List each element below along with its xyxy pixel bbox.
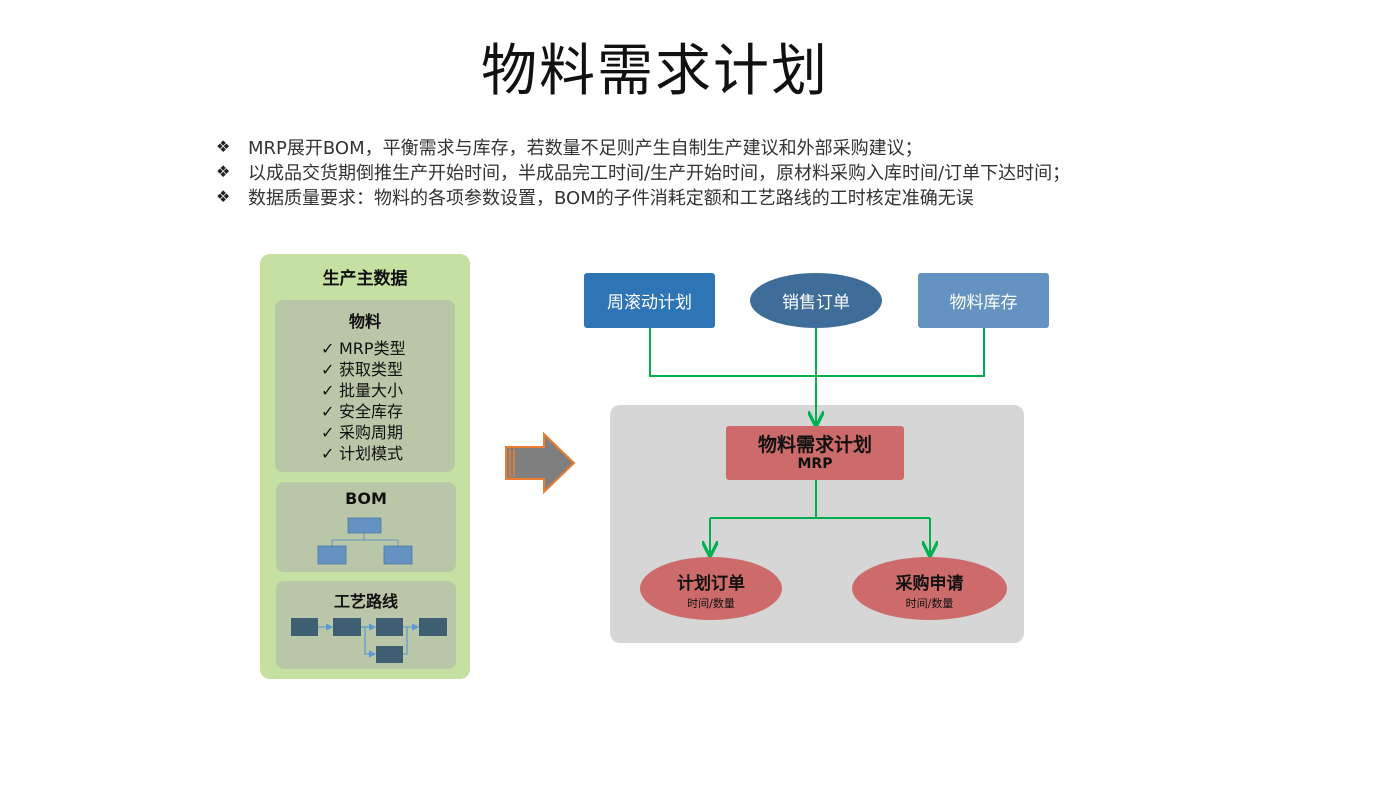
- purchase-request-subtitle: 时间/数量: [905, 597, 954, 610]
- mrp-node: 物料需求计划 MRP: [726, 426, 904, 480]
- page-title: 物料需求计划: [481, 39, 829, 104]
- material-title: 物料: [348, 312, 381, 331]
- diamond-bullet-icon: ❖: [216, 137, 231, 156]
- material-box: 物料 ✓MRP类型 ✓获取类型 ✓批量大小 ✓安全库存 ✓采购周期 ✓计划模式: [275, 300, 455, 472]
- check-icon: ✓: [321, 381, 335, 400]
- bullet-text: 数据质量要求：物料的各项参数设置，BOM的子件消耗定额和工艺路线的工时核定准确无…: [248, 187, 974, 209]
- bullet-list: ❖ MRP展开BOM，平衡需求与库存，若数量不足则产生自制生产建议和外部采购建议…: [216, 134, 1216, 209]
- check-icon: ✓: [321, 423, 335, 442]
- routing-title: 工艺路线: [333, 592, 398, 611]
- material-attribute-list: ✓MRP类型 ✓获取类型 ✓批量大小 ✓安全库存 ✓采购周期 ✓计划模式: [321, 338, 406, 464]
- check-icon: ✓: [321, 402, 335, 421]
- check-icon: ✓: [321, 360, 335, 379]
- purchase-request-node: 采购申请 时间/数量: [852, 557, 1007, 620]
- bullet-item: ❖ 以成品交货期倒推生产开始时间，半成品完工时间/生产开始时间，原材料采购入库时…: [216, 159, 1216, 184]
- planned-order-subtitle: 时间/数量: [687, 597, 735, 610]
- list-item: ✓采购周期: [321, 423, 404, 442]
- list-item: ✓批量大小: [321, 381, 404, 400]
- list-item: ✓获取类型: [321, 360, 404, 379]
- bullet-item: ❖ MRP展开BOM，平衡需求与库存，若数量不足则产生自制生产建议和外部采购建议…: [216, 134, 1216, 159]
- list-item: ✓计划模式: [321, 444, 404, 463]
- planned-order-node: 计划订单 时间/数量: [640, 557, 782, 620]
- purchase-request-title: 采购申请: [895, 574, 964, 594]
- diamond-bullet-icon: ❖: [216, 187, 231, 206]
- check-icon: ✓: [321, 339, 335, 358]
- diamond-bullet-icon: ❖: [216, 162, 231, 181]
- bom-title: BOM: [345, 489, 387, 508]
- routing-box: 工艺路线: [276, 581, 456, 669]
- mrp-subtitle: MRP: [797, 456, 833, 472]
- mrp-title: 物料需求计划: [757, 434, 872, 456]
- bom-tree-icon: [317, 517, 413, 565]
- master-data-title: 生产主数据: [322, 269, 408, 289]
- bullet-item: ❖ 数据质量要求：物料的各项参数设置，BOM的子件消耗定额和工艺路线的工时核定准…: [216, 184, 1216, 209]
- routing-flow-icon: [291, 618, 447, 663]
- weekly-plan-node: 周滚动计划: [584, 273, 715, 328]
- bom-box: BOM: [276, 482, 456, 572]
- sales-order-node: 销售订单: [750, 273, 882, 328]
- master-data-panel: 生产主数据 物料 ✓MRP类型 ✓获取类型 ✓批量大小 ✓安全库存 ✓采购周期 …: [260, 254, 470, 679]
- inventory-node: 物料库存: [918, 273, 1049, 328]
- bullet-text: 以成品交货期倒推生产开始时间，半成品完工时间/生产开始时间，原材料采购入库时间/…: [248, 162, 1071, 184]
- flow-arrow-icon: [505, 432, 576, 494]
- bullet-text: MRP展开BOM，平衡需求与库存，若数量不足则产生自制生产建议和外部采购建议；: [248, 137, 923, 159]
- list-item: ✓安全库存: [321, 402, 404, 421]
- check-icon: ✓: [321, 444, 335, 463]
- planned-order-title: 计划订单: [677, 574, 745, 594]
- list-item: ✓MRP类型: [321, 339, 406, 358]
